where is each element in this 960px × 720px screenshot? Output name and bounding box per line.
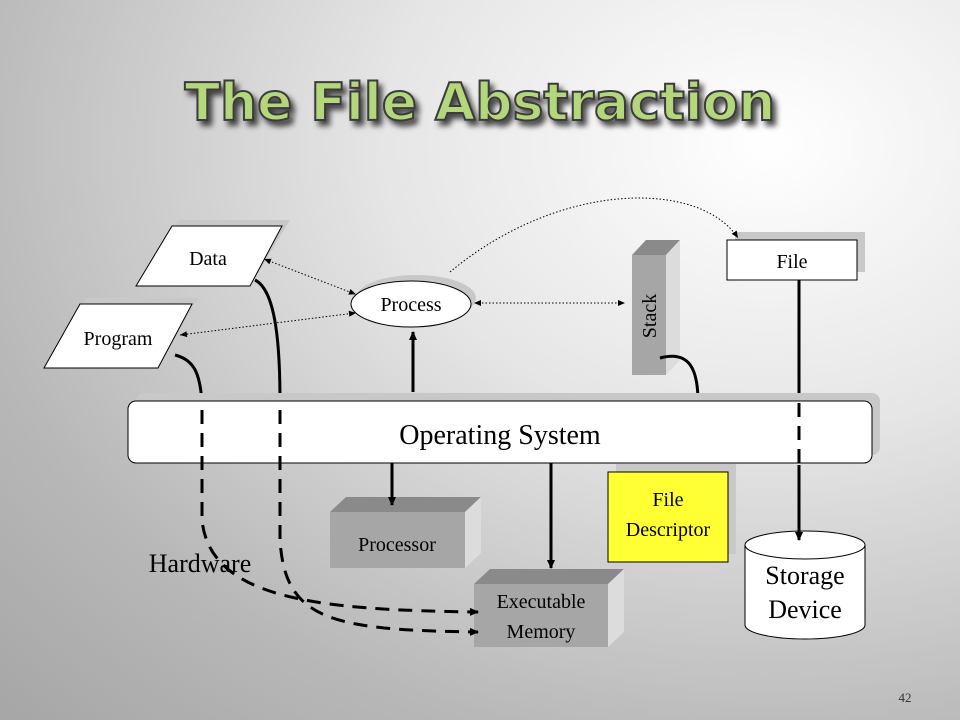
program-node: Program <box>43 298 198 369</box>
file-descriptor-line2: Descriptor <box>626 519 711 541</box>
data-node: Data <box>135 220 290 287</box>
process-label: Process <box>380 294 441 316</box>
file-label: File <box>776 251 807 273</box>
hardware-label: Hardware <box>149 549 252 578</box>
storage-device-line1: Storage <box>765 561 844 590</box>
operating-system-node: Operating System <box>127 393 880 464</box>
slide-title: The File Abstraction <box>185 73 776 133</box>
dashed-connectors <box>200 403 801 636</box>
file-descriptor-line1: File <box>652 489 683 511</box>
processor-node: Processor <box>330 497 481 568</box>
stack-node: Stack <box>632 240 680 375</box>
processor-label: Processor <box>358 534 436 556</box>
executable-memory-line2: Memory <box>507 621 576 643</box>
dotted-connectors <box>179 197 739 338</box>
process-node: Process <box>350 275 476 328</box>
executable-memory-line1: Executable <box>497 591 586 613</box>
stack-label: Stack <box>639 294 661 338</box>
executable-memory-node: Executable Memory <box>474 569 624 647</box>
program-label: Program <box>84 328 153 350</box>
file-node: File <box>726 232 865 281</box>
page-number: 42 <box>899 690 912 705</box>
storage-device-line2: Device <box>768 595 842 624</box>
storage-device-node: Storage Device <box>744 530 866 640</box>
operating-system-label: Operating System <box>399 420 601 451</box>
file-descriptor-node: File Descriptor <box>607 464 736 563</box>
data-label: Data <box>189 248 227 270</box>
